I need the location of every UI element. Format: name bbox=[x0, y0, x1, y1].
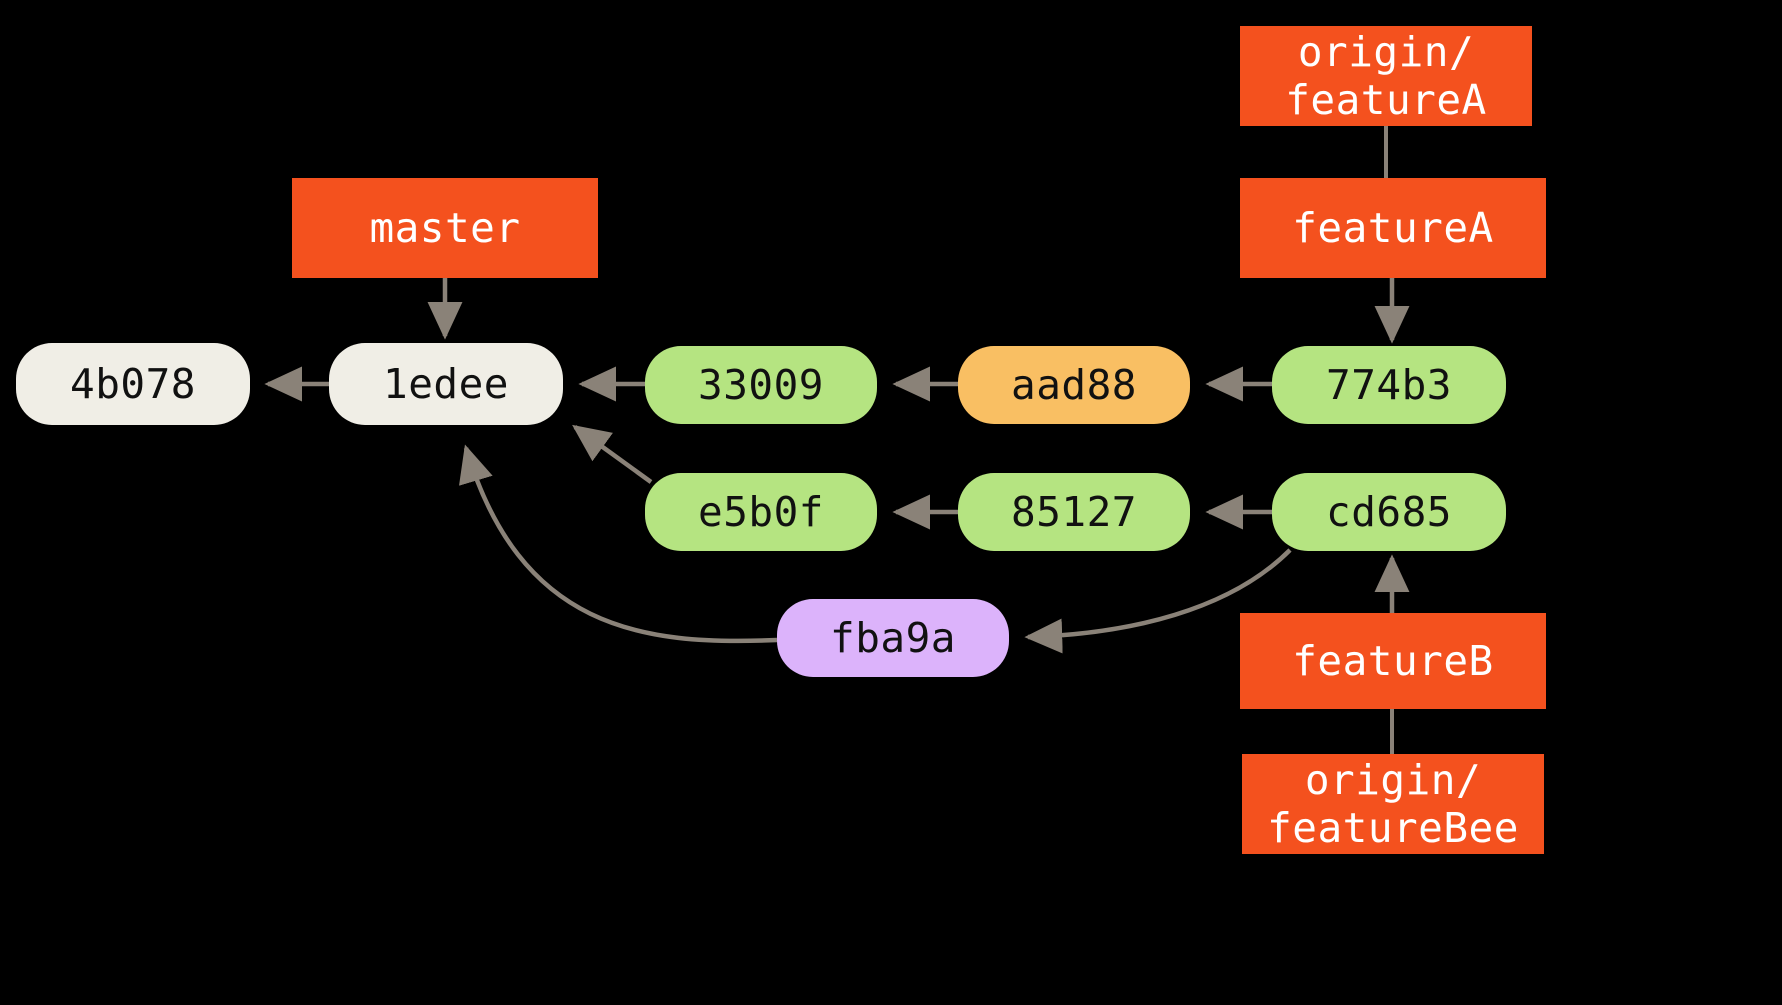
branch-label-featureA[interactable]: featureA bbox=[1240, 178, 1546, 278]
commit-node-cd685[interactable]: cd685 bbox=[1272, 473, 1506, 551]
commit-node-774b3[interactable]: 774b3 bbox=[1272, 346, 1506, 424]
commit-label-85127: 85127 bbox=[1011, 487, 1137, 536]
commit-label-4b078: 4b078 bbox=[70, 359, 196, 408]
commit-node-1edee[interactable]: 1edee bbox=[329, 343, 563, 425]
commit-label-cd685: cd685 bbox=[1326, 487, 1452, 536]
branch-label-master-text: master bbox=[369, 203, 521, 252]
commit-node-fba9a[interactable]: fba9a bbox=[777, 599, 1009, 677]
commit-label-33009: 33009 bbox=[698, 360, 824, 409]
branch-label-origin-featureA[interactable]: origin/ featureA bbox=[1240, 26, 1532, 126]
commit-label-1edee: 1edee bbox=[383, 359, 509, 408]
branch-label-featureA-text: featureA bbox=[1292, 203, 1494, 252]
branch-label-origin-featureA-text: origin/ featureA bbox=[1285, 27, 1487, 124]
branch-label-origin-featureBee-text: origin/ featureBee bbox=[1267, 755, 1519, 852]
commit-label-774b3: 774b3 bbox=[1326, 360, 1452, 409]
commit-node-e5b0f[interactable]: e5b0f bbox=[645, 473, 877, 551]
edge-e5b0f-1edee bbox=[572, 424, 653, 484]
commit-node-aad88[interactable]: aad88 bbox=[958, 346, 1190, 424]
commit-label-fba9a: fba9a bbox=[830, 613, 956, 662]
commit-label-e5b0f: e5b0f bbox=[698, 487, 824, 536]
commit-node-85127[interactable]: 85127 bbox=[958, 473, 1190, 551]
branch-label-origin-featureBee[interactable]: origin/ featureBee bbox=[1242, 754, 1544, 854]
commit-node-4b078[interactable]: 4b078 bbox=[16, 343, 250, 425]
commit-label-aad88: aad88 bbox=[1011, 360, 1137, 409]
branch-label-master[interactable]: master bbox=[292, 178, 598, 278]
branch-label-featureB[interactable]: featureB bbox=[1240, 613, 1546, 709]
branch-label-featureB-text: featureB bbox=[1292, 636, 1494, 685]
commit-node-33009[interactable]: 33009 bbox=[645, 346, 877, 424]
